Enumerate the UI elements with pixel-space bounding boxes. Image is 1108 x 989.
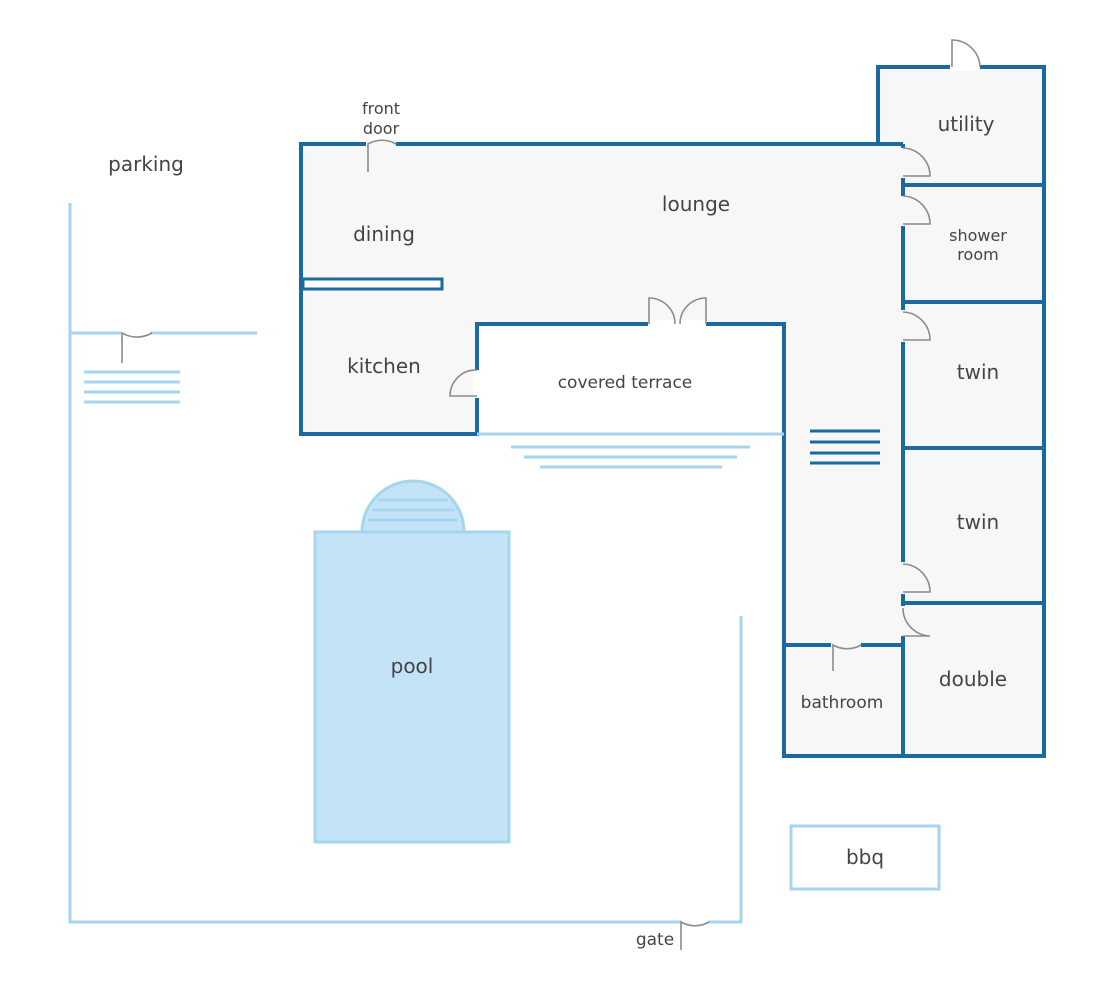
label-shower-room-1: shower [949, 226, 1007, 245]
door-swings [121, 39, 981, 950]
label-pool: pool [391, 654, 434, 678]
label-shower-room-2: room [957, 245, 998, 264]
bbq-area [789, 824, 941, 891]
label-front-door-2: door [363, 119, 400, 138]
label-front-door-1: front [362, 99, 400, 118]
house [299, 65, 1046, 758]
pool [313, 479, 511, 844]
label-kitchen: kitchen [347, 354, 421, 378]
label-lounge: lounge [662, 192, 730, 216]
property-fence [68, 203, 743, 924]
label-parking: parking [108, 152, 184, 176]
steps-terrace [477, 432, 784, 469]
label-twin-1: twin [957, 360, 999, 384]
label-bbq: bbq [846, 845, 884, 869]
steps-house [810, 429, 880, 465]
label-gate: gate [636, 930, 674, 950]
label-covered-terrace: covered terrace [558, 373, 693, 393]
door-gaps [366, 63, 980, 649]
steps-parking [84, 370, 180, 404]
label-utility: utility [938, 112, 995, 136]
label-bathroom: bathroom [801, 693, 884, 713]
label-twin-2: twin [957, 510, 999, 534]
label-double: double [939, 667, 1007, 691]
label-dining: dining [353, 222, 415, 246]
